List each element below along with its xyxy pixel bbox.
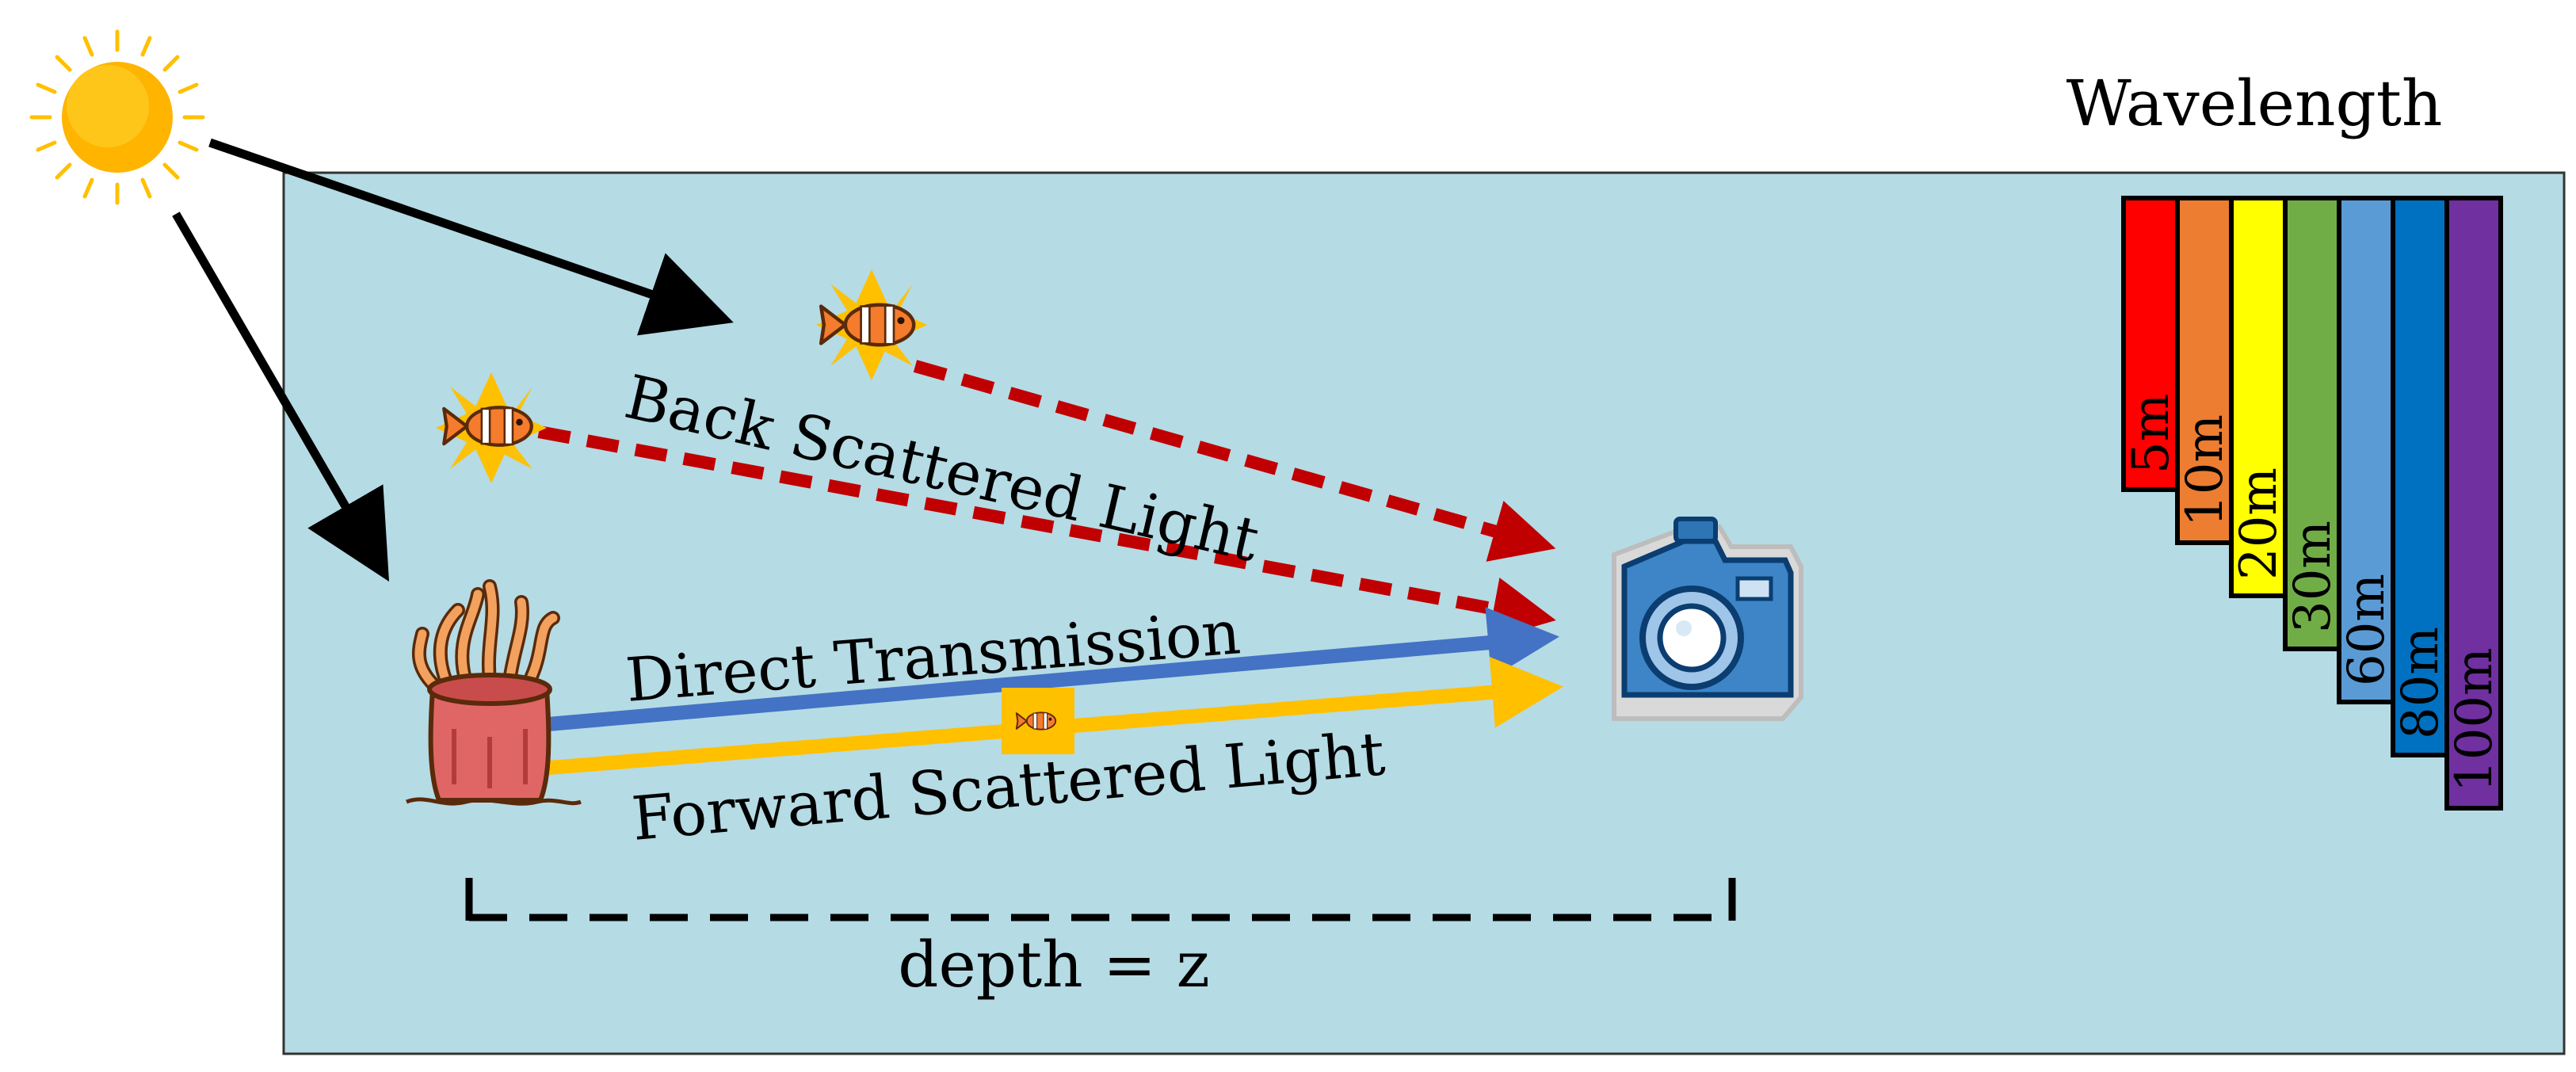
depth-bracket	[465, 878, 1736, 921]
wavelength-bar-label: 20m	[2230, 467, 2288, 580]
wavelength-bar-5m	[2121, 196, 2180, 492]
camera-icon	[1612, 517, 1803, 721]
wavelength-bar-label: 5m	[2122, 394, 2181, 474]
clownfish-icon	[1002, 688, 1074, 754]
sun-icon	[29, 29, 205, 205]
wavelength-bar-label: 60m	[2337, 574, 2396, 686]
sunlight-arrow-lower	[172, 212, 390, 582]
wavelength-bar-20m	[2229, 196, 2288, 598]
wavelength-bar-100m	[2444, 196, 2503, 811]
sunlight-arrow-upper	[208, 138, 734, 336]
wavelength-title: Wavelength	[2067, 67, 2443, 140]
depth-label: depth = z	[898, 928, 1209, 1001]
back-scatter-arrow-2	[537, 425, 1556, 640]
wavelength-bar-10m	[2175, 196, 2234, 545]
wavelength-bar-label: 30m	[2284, 521, 2342, 633]
back-scatter-arrow-1	[913, 360, 1556, 562]
wavelength-bar-label: 80m	[2391, 627, 2450, 739]
wavelength-bar-30m	[2283, 196, 2341, 651]
wavelength-bar-label: 10m	[2176, 414, 2234, 527]
sea-anemone-icon	[406, 579, 582, 806]
wavelength-bar-label: 100m	[2445, 647, 2504, 792]
direct-transmission-arrow	[538, 607, 1559, 732]
